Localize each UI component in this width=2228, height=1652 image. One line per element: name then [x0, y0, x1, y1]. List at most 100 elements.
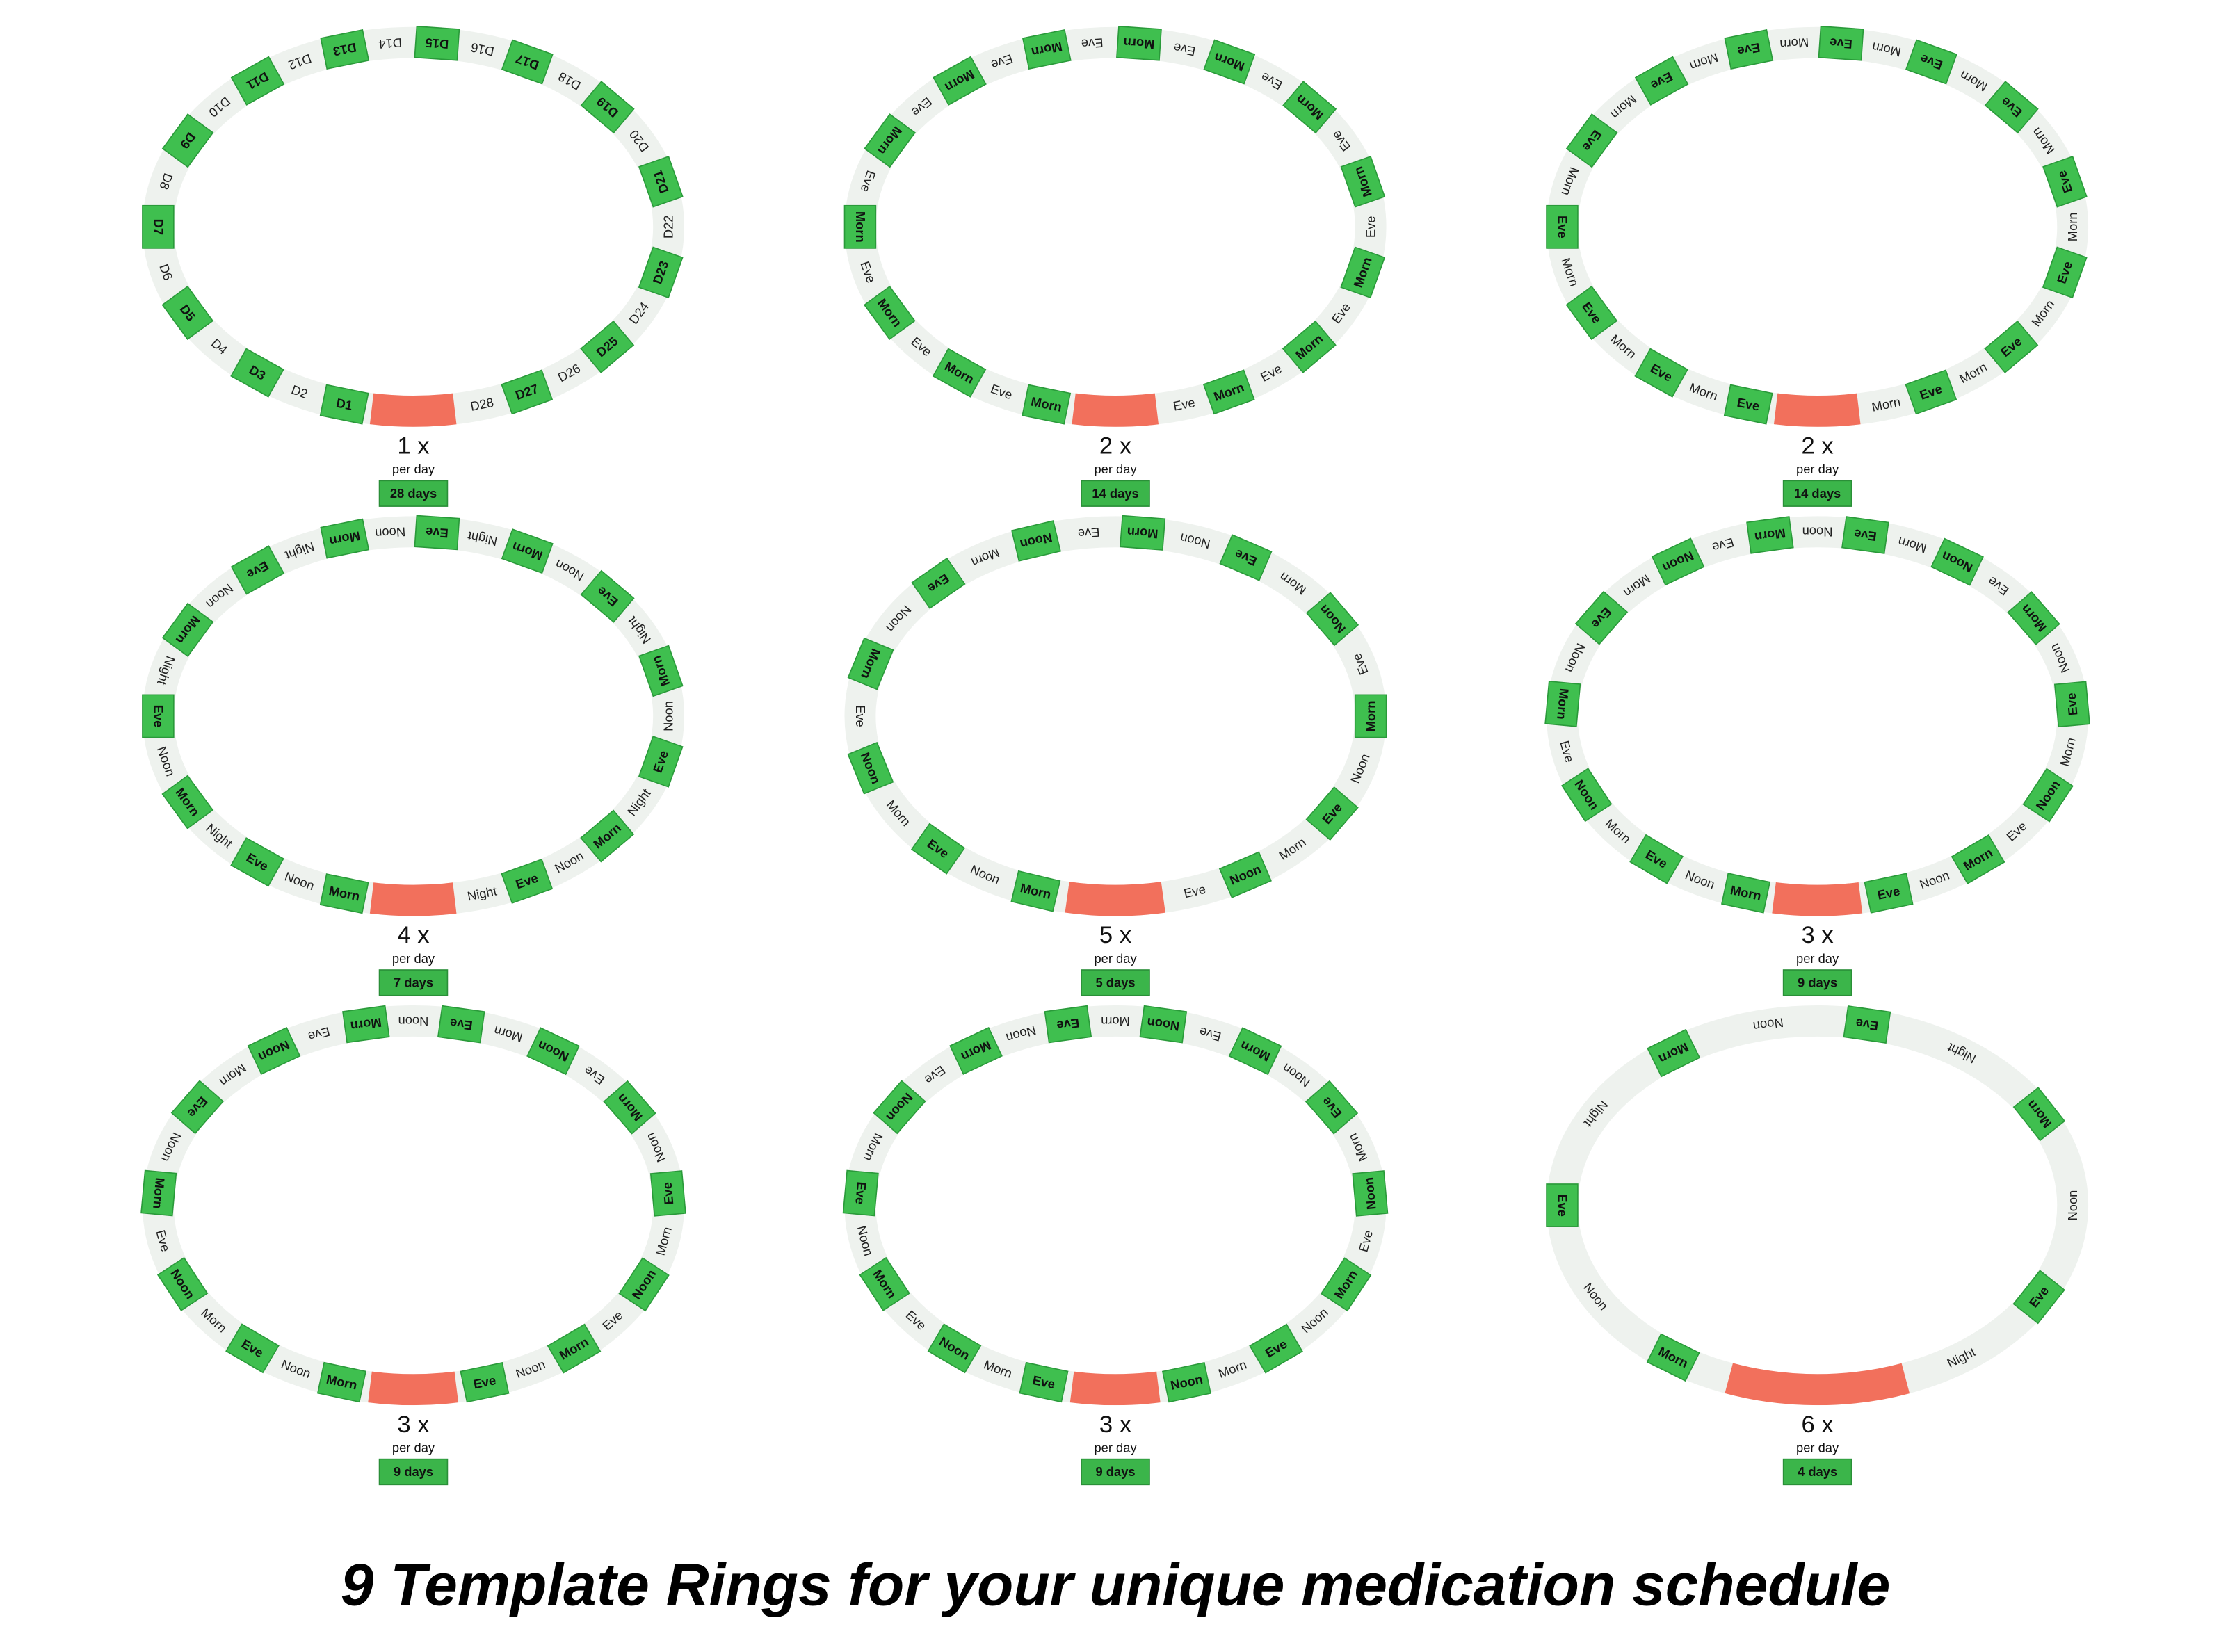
dose-slot[interactable]: Morn: [859, 1256, 910, 1311]
dose-slot[interactable]: Eve: [1634, 56, 1689, 106]
dose-slot[interactable]: Eve: [1249, 1323, 1303, 1374]
dose-slot[interactable]: Morn: [342, 1005, 390, 1044]
dose-slot[interactable]: Morn: [1544, 680, 1581, 727]
dose-slot[interactable]: Morn: [1116, 26, 1162, 61]
dose-slot[interactable]: Eve: [1634, 348, 1688, 398]
dose-slot[interactable]: Noon: [927, 1323, 982, 1374]
dose-slot[interactable]: Noon: [1161, 1361, 1211, 1403]
dose-slot[interactable]: Eve: [2012, 1270, 2065, 1325]
dose-slot[interactable]: Morn: [1022, 384, 1072, 425]
dose-slot[interactable]: Morn: [2007, 591, 2060, 646]
dose-slot[interactable]: D1: [319, 384, 369, 425]
dose-slot[interactable]: D7: [142, 204, 175, 249]
dose-slot[interactable]: Eve: [1984, 320, 2039, 373]
dose-slot[interactable]: Noon: [1139, 1005, 1188, 1044]
dose-slot[interactable]: Eve: [1546, 1183, 1579, 1227]
medication-ring[interactable]: EveMornEveMornEveMornEveMornEveMornEveMo…: [1546, 26, 2089, 507]
medication-ring[interactable]: MornNoonEveNightMornNoonEveNightMornNoon…: [142, 515, 685, 996]
dose-slot[interactable]: Eve: [911, 557, 966, 609]
dose-slot[interactable]: Eve: [230, 837, 284, 887]
dose-slot[interactable]: Morn: [1746, 516, 1794, 554]
dose-slot[interactable]: Noon: [1930, 537, 1984, 586]
dose-slot[interactable]: Eve: [649, 1170, 686, 1217]
dose-slot[interactable]: Noon: [398, 1014, 429, 1028]
dose-slot[interactable]: D11: [230, 56, 285, 106]
dose-slot[interactable]: Morn: [2065, 212, 2080, 241]
dose-slot[interactable]: Eve: [142, 694, 175, 738]
dose-slot[interactable]: Morn: [949, 1027, 1003, 1075]
dose-slot[interactable]: D3: [230, 348, 284, 398]
dose-slot[interactable]: D17: [501, 39, 554, 85]
dose-slot[interactable]: Morn: [1101, 1014, 1130, 1028]
dose-slot[interactable]: Eve: [1574, 590, 1629, 645]
dose-slot[interactable]: Noon: [1218, 851, 1272, 898]
dose-slot[interactable]: Morn: [603, 1080, 656, 1135]
dose-slot[interactable]: Eve: [2042, 246, 2088, 299]
dose-slot[interactable]: Eve: [437, 1005, 485, 1044]
dose-slot[interactable]: Eve: [1363, 216, 1378, 238]
dose-slot[interactable]: Morn: [316, 1361, 366, 1403]
dose-slot[interactable]: Noon: [618, 1257, 670, 1312]
dose-slot[interactable]: Morn: [2012, 1087, 2066, 1142]
dose-slot[interactable]: Eve: [225, 1323, 280, 1374]
dose-slot[interactable]: Eve: [1724, 29, 1774, 70]
dose-slot[interactable]: D9: [161, 113, 214, 168]
dose-slot[interactable]: Eve: [1841, 516, 1889, 554]
dose-slot[interactable]: Eve: [1546, 204, 1579, 249]
dose-slot[interactable]: Noon: [2022, 768, 2074, 823]
dose-slot[interactable]: Morn: [1010, 870, 1061, 912]
dose-slot[interactable]: Eve: [853, 705, 868, 727]
dose-slot[interactable]: Noon: [1011, 520, 1061, 562]
dose-slot[interactable]: Morn: [1646, 1333, 1700, 1382]
dose-slot[interactable]: Morn: [580, 809, 635, 863]
dose-slot[interactable]: Eve: [460, 1361, 510, 1403]
dose-slot[interactable]: Noon: [1305, 592, 1359, 647]
dose-slot[interactable]: Morn: [1022, 29, 1072, 70]
dose-slot[interactable]: Eve: [1905, 39, 1957, 85]
dose-slot[interactable]: Eve: [414, 515, 460, 551]
dose-slot[interactable]: Eve: [1984, 81, 2039, 134]
dose-slot[interactable]: D25: [580, 320, 635, 373]
dose-slot[interactable]: Morn: [161, 602, 214, 657]
dose-slot[interactable]: Noon: [375, 524, 406, 541]
dose-slot[interactable]: Morn: [1340, 155, 1386, 208]
dose-slot[interactable]: Morn: [1779, 35, 1809, 52]
dose-slot[interactable]: Morn: [932, 348, 987, 398]
dose-slot[interactable]: Noon: [2065, 1190, 2080, 1221]
dose-slot[interactable]: D13: [320, 29, 370, 70]
dose-slot[interactable]: Eve: [1019, 1361, 1069, 1403]
dose-slot[interactable]: Noon: [247, 1027, 301, 1075]
medication-ring[interactable]: EveMornNoonEveMornNoonEveMornNoonEveMorn…: [842, 1005, 1389, 1486]
dose-slot[interactable]: Eve: [1077, 525, 1100, 541]
dose-slot[interactable]: Morn: [1119, 515, 1166, 551]
dose-slot[interactable]: Noon: [526, 1027, 580, 1076]
dose-slot[interactable]: Noon: [873, 1080, 926, 1135]
dose-slot[interactable]: Eve: [1081, 35, 1104, 51]
dose-slot[interactable]: Eve: [1864, 873, 1914, 914]
dose-slot[interactable]: Eve: [842, 1169, 879, 1217]
dose-slot[interactable]: Noon: [1802, 525, 1833, 540]
dose-slot[interactable]: Noon: [1651, 537, 1705, 586]
medication-ring[interactable]: MornEveMornEveMornEveMornEveMornEveMornE…: [843, 26, 1387, 507]
dose-slot[interactable]: Noon: [847, 741, 894, 795]
dose-slot[interactable]: Morn: [1647, 1028, 1701, 1078]
dose-slot[interactable]: D23: [638, 246, 684, 299]
dose-slot[interactable]: Morn: [320, 518, 370, 559]
dose-slot[interactable]: Eve: [1629, 834, 1684, 884]
dose-slot[interactable]: Morn: [933, 56, 987, 106]
dose-slot[interactable]: Noon: [156, 1256, 209, 1311]
dose-slot[interactable]: Eve: [1044, 1005, 1092, 1044]
dose-slot[interactable]: Morn: [1951, 834, 2005, 884]
dose-slot[interactable]: D19: [580, 81, 635, 134]
dose-slot[interactable]: Eve: [1565, 285, 1618, 341]
dose-slot[interactable]: D14: [378, 35, 403, 51]
dose-slot[interactable]: Morn: [1282, 81, 1337, 134]
dose-slot[interactable]: Eve: [2042, 155, 2088, 208]
dose-slot[interactable]: Morn: [1320, 1257, 1372, 1312]
dose-slot[interactable]: Morn: [1354, 694, 1387, 738]
medication-ring[interactable]: MornNoonEveMornNoonEveMornNoonEveMornNoo…: [1544, 516, 2090, 996]
dose-slot[interactable]: Morn: [140, 1169, 177, 1217]
dose-slot[interactable]: Eve: [1723, 384, 1773, 425]
dose-slot[interactable]: Morn: [547, 1323, 602, 1374]
